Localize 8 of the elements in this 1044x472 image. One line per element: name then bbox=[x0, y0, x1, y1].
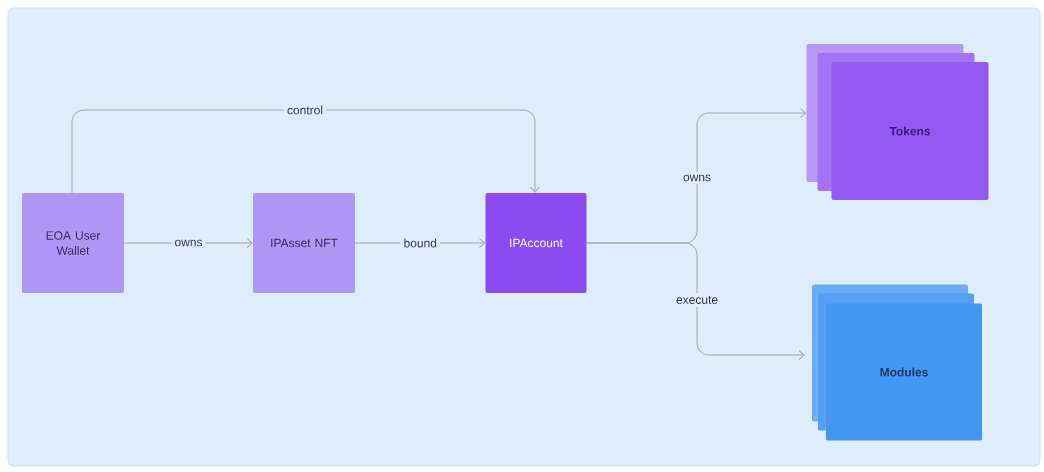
wallet-box: EOA User Wallet bbox=[22, 193, 124, 293]
arrow bbox=[586, 242, 805, 360]
account-box: IPAccount bbox=[485, 193, 587, 293]
module-stack: Modules bbox=[812, 284, 982, 441]
arrow bbox=[71, 109, 540, 194]
nft-box: IPAsset NFT bbox=[253, 193, 355, 293]
edge-label: execute bbox=[673, 293, 721, 307]
token-stack: Tokens bbox=[806, 44, 989, 200]
